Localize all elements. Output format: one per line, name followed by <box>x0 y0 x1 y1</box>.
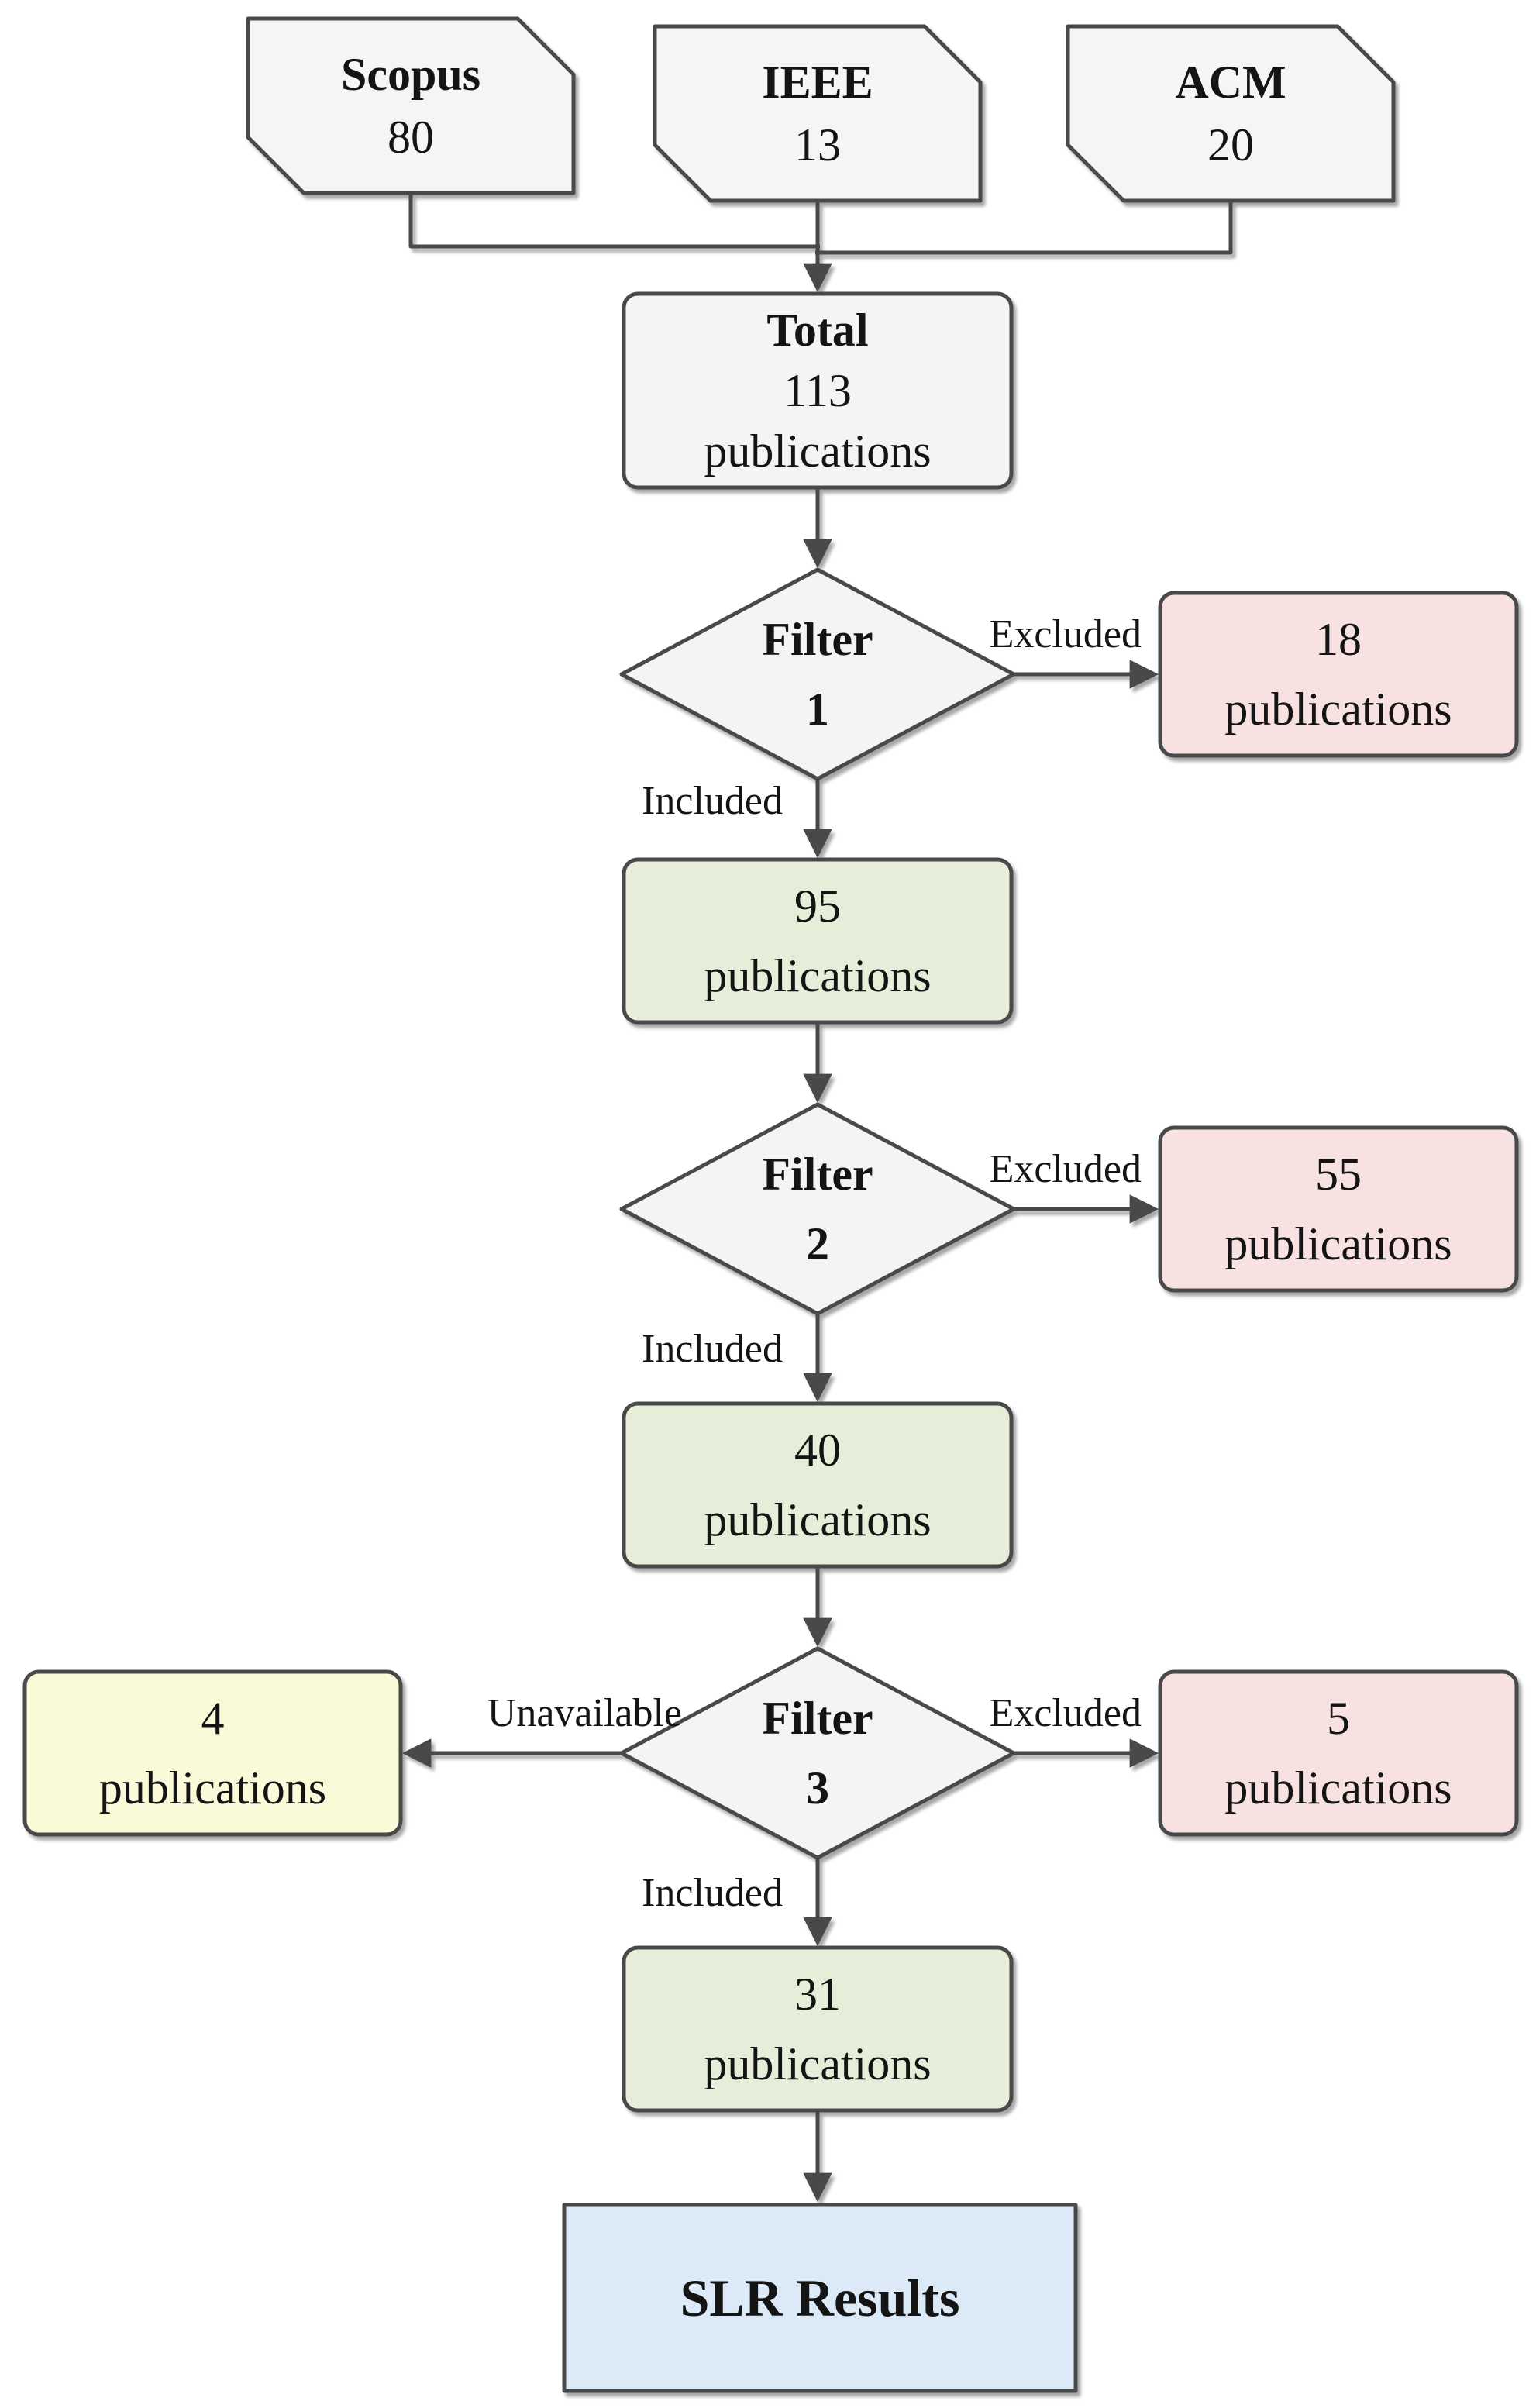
arrow-scopus-merge <box>408 193 820 249</box>
ieee-card-shape <box>653 24 983 203</box>
total-box-shape <box>622 291 1014 490</box>
included1-box-shape <box>622 857 1014 1025</box>
included2-box-shape <box>622 1401 1014 1569</box>
included3-box-shape <box>622 1945 1014 2113</box>
filter3-diamond-shape <box>619 1646 1016 1860</box>
slr-results-box-shape <box>562 2203 1078 2393</box>
scopus-card-shape <box>246 16 576 195</box>
acm-card-shape <box>1066 24 1396 203</box>
excluded1-box-shape <box>1158 591 1519 758</box>
excluded2-box-shape <box>1158 1125 1519 1293</box>
unavailable-box-shape <box>22 1669 403 1837</box>
arrow-acm-merge <box>815 201 1233 255</box>
excluded3-box-shape <box>1158 1669 1519 1837</box>
filter2-diamond-shape <box>619 1102 1016 1316</box>
filter1-diamond-shape <box>619 567 1016 781</box>
